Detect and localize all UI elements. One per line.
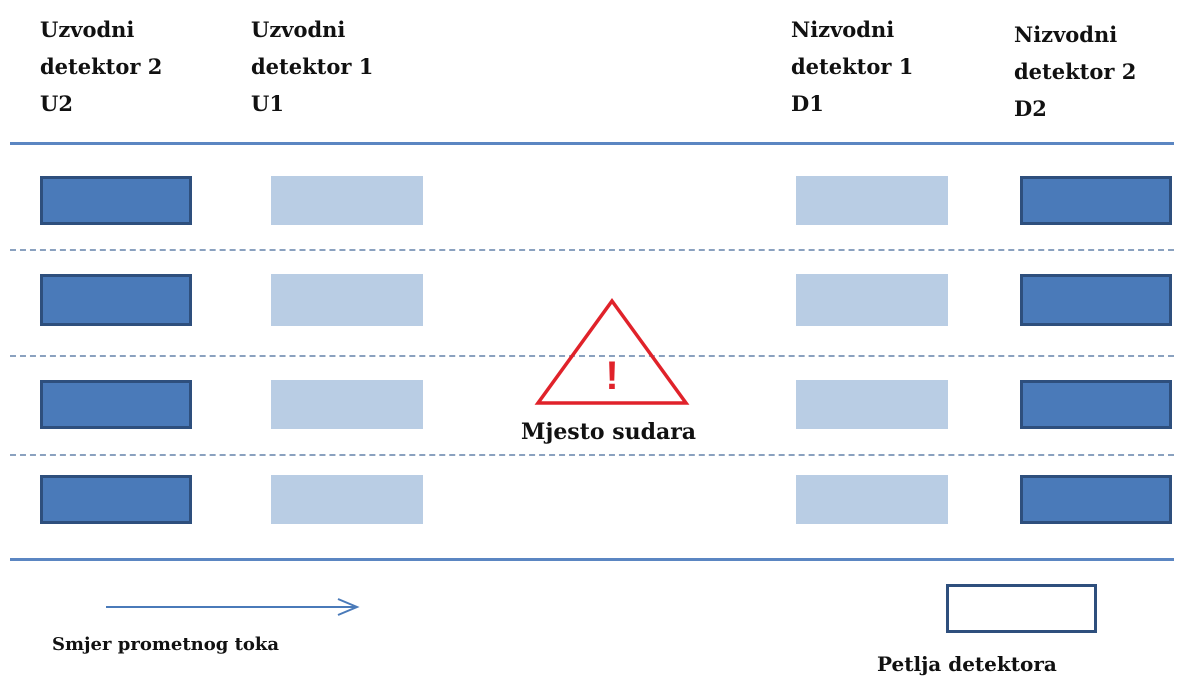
detector-label-d2: Nizvodni detektor 2 D2 <box>1014 16 1136 127</box>
detector-label-d1: Nizvodni detektor 1 D1 <box>791 11 913 122</box>
detector-label-line2: detektor 1 <box>251 54 374 79</box>
detector-loop-d1 <box>796 176 948 225</box>
detector-label-code: U1 <box>251 91 284 116</box>
detector-loop-d2 <box>1020 475 1172 524</box>
detector-label-line1: Nizvodni <box>791 17 895 42</box>
detector-label-code: U2 <box>40 91 73 116</box>
detector-label-u2: Uzvodni detektor 2 U2 <box>40 11 162 122</box>
detector-loop-d1 <box>796 475 948 524</box>
detector-loop-u2 <box>40 176 192 225</box>
detector-loop-u1 <box>271 176 423 225</box>
detector-loop-u2 <box>40 274 192 326</box>
detector-label-code: D2 <box>1014 96 1047 121</box>
warning-triangle-icon: ! <box>534 298 690 405</box>
detector-label-code: D1 <box>791 91 824 116</box>
detector-loop-u1 <box>271 380 423 429</box>
lane-divider <box>10 355 1174 357</box>
detector-label-line2: detektor 1 <box>791 54 914 79</box>
legend-loop-symbol <box>946 584 1097 633</box>
right-arrow-icon <box>106 598 360 616</box>
detector-loop-d2 <box>1020 274 1172 326</box>
detector-loop-u2 <box>40 475 192 524</box>
detector-loop-u1 <box>271 274 423 326</box>
detector-loop-u1 <box>271 475 423 524</box>
legend-label: Petlja detektora <box>877 652 1057 676</box>
road-edge-top <box>10 142 1174 145</box>
detector-loop-d1 <box>796 274 948 326</box>
exclamation-mark: ! <box>605 354 618 398</box>
detector-label-u1: Uzvodni detektor 1 U1 <box>251 11 373 122</box>
detector-label-line1: Uzvodni <box>40 17 135 42</box>
detector-label-line2: detektor 2 <box>40 54 163 79</box>
detector-label-line1: Uzvodni <box>251 17 346 42</box>
detector-loop-d2 <box>1020 176 1172 225</box>
traffic-direction-label: Smjer prometnog toka <box>52 634 280 655</box>
lane-divider <box>10 454 1174 456</box>
detector-loop-d1 <box>796 380 948 429</box>
detector-label-line1: Nizvodni <box>1014 22 1118 47</box>
lane-divider <box>10 249 1174 251</box>
detector-loop-u2 <box>40 380 192 429</box>
crash-site-label: Mjesto sudara <box>521 419 697 445</box>
detector-loop-d2 <box>1020 380 1172 429</box>
road-edge-bottom <box>10 558 1174 561</box>
detector-label-line2: detektor 2 <box>1014 59 1137 84</box>
